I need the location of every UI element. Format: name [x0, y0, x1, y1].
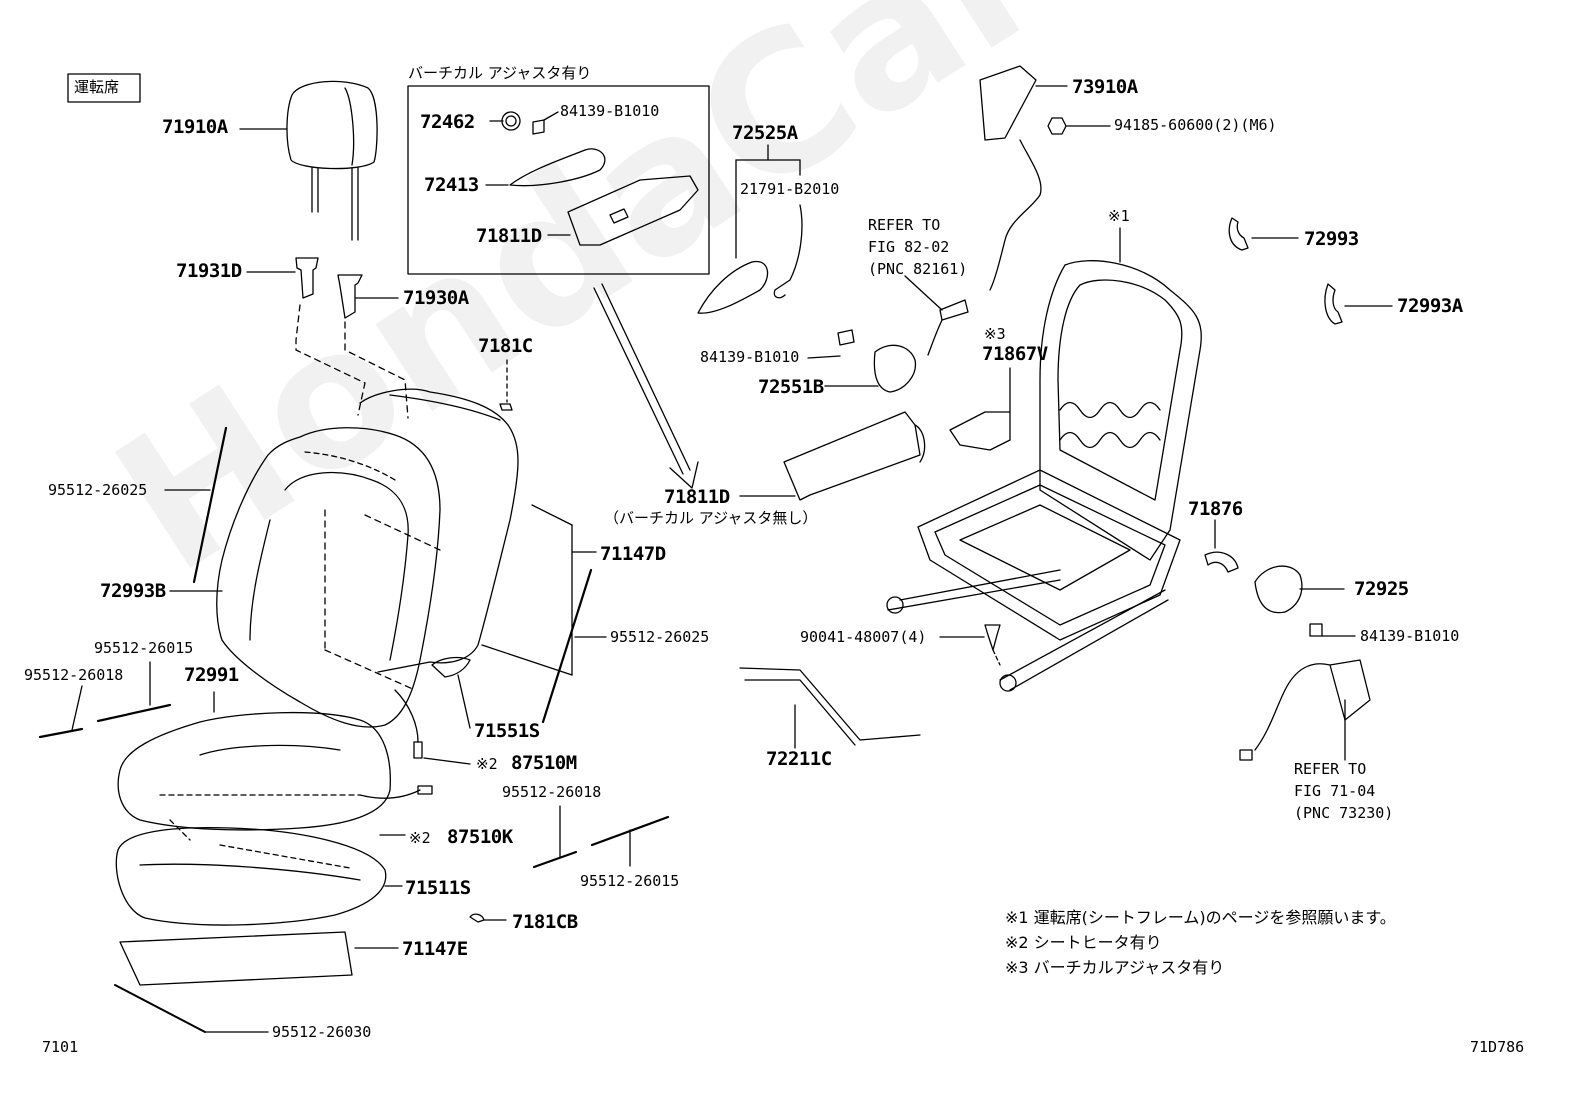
mark-2-a: ※2	[476, 755, 498, 773]
cover-72551B-drawing	[807, 275, 969, 393]
part-87510M[interactable]: 87510M	[511, 752, 577, 774]
footer-page-code: 7101	[42, 1038, 79, 1056]
part-72925[interactable]: 72925	[1354, 578, 1409, 600]
part-95512-26015-left[interactable]: 95512-26015	[94, 639, 194, 657]
part-94185-60600[interactable]: 94185-60600(2)(M6)	[1114, 116, 1277, 134]
part-71867V[interactable]: 71867V	[982, 343, 1048, 365]
part-72413[interactable]: 72413	[424, 174, 479, 196]
inset-adjuster-drawing	[407, 85, 710, 275]
refer-fig-82-line2[interactable]: FIG 82-02	[868, 238, 950, 256]
headrest-guides-drawing	[246, 257, 409, 419]
note-3: ※3 バーチカルアジャスタ有り	[1005, 958, 1225, 977]
part-7181C[interactable]: 7181C	[478, 335, 533, 357]
without-adjuster-note: （バーチカル アジャスタ無し）	[604, 509, 818, 527]
part-72993B[interactable]: 72993B	[100, 580, 166, 602]
refer-fig-71-line2[interactable]: FIG 71-04	[1294, 782, 1376, 800]
part-73910A[interactable]: 73910A	[1072, 76, 1138, 98]
footer-figure-code: 71D786	[1470, 1038, 1525, 1056]
refer-fig-71-line3[interactable]: (PNC 73230)	[1294, 804, 1394, 822]
refer-fig-71-line1[interactable]: REFER TO	[1294, 760, 1367, 778]
part-72462[interactable]: 72462	[420, 111, 475, 133]
mark-1: ※1	[1108, 207, 1130, 225]
part-72525A[interactable]: 72525A	[732, 122, 798, 144]
arrow-drawing	[593, 283, 699, 489]
part-7181CB[interactable]: 7181CB	[512, 911, 578, 933]
part-71811D[interactable]: 71811D	[664, 486, 730, 508]
mark-2-b: ※2	[409, 829, 431, 847]
seat-tag: 運転席	[74, 78, 120, 96]
part-71910A[interactable]: 71910A	[162, 116, 228, 138]
part-95512-26015-right[interactable]: 95512-26015	[580, 872, 680, 890]
part-21791-b2010[interactable]: 21791-B2010	[740, 180, 840, 198]
headrest-drawing	[239, 80, 378, 241]
part-95512-26025-right[interactable]: 95512-26025	[610, 628, 710, 646]
part-84139-b1010-right[interactable]: 84139-B1010	[1360, 627, 1460, 645]
airbag-drawing	[979, 65, 1111, 291]
inset-title: バーチカル アジャスタ有り	[408, 64, 592, 82]
part-72993[interactable]: 72993	[1304, 228, 1359, 250]
seat-tag-box	[67, 73, 141, 103]
part-72551B[interactable]: 72551B	[758, 376, 824, 398]
part-87510K[interactable]: 87510K	[447, 826, 513, 848]
part-71147D[interactable]: 71147D	[600, 543, 666, 565]
cover-71867V-drawing	[949, 367, 1011, 451]
part-72993A[interactable]: 72993A	[1397, 295, 1463, 317]
part-71931D[interactable]: 71931D	[176, 260, 242, 282]
part-95512-26018-left[interactable]: 95512-26018	[24, 666, 124, 684]
part-84139-b1010-inset[interactable]: 84139-B1010	[560, 102, 660, 120]
part-90041-48007[interactable]: 90041-48007(4)	[800, 628, 927, 646]
seat-cushion-drawing	[38, 661, 670, 1033]
seat-frame-drawing	[739, 227, 1239, 749]
refer-fig-82-line1[interactable]: REFER TO	[868, 216, 941, 234]
part-72991[interactable]: 72991	[184, 664, 239, 686]
note-1: ※1 運転席(シートフレーム)のページを参照願います。	[1005, 908, 1396, 927]
part-71147E[interactable]: 71147E	[402, 938, 468, 960]
part-95512-26018-right[interactable]: 95512-26018	[502, 783, 602, 801]
part-71511S[interactable]: 71511S	[405, 877, 471, 899]
part-71876[interactable]: 71876	[1188, 498, 1243, 520]
part-71811D-inset[interactable]: 71811D	[476, 225, 542, 247]
refer-fig-82-line3[interactable]: (PNC 82161)	[868, 260, 968, 278]
part-72211C[interactable]: 72211C	[766, 748, 832, 770]
mark-3: ※3	[984, 325, 1006, 343]
part-95512-26030[interactable]: 95512-26030	[272, 1023, 372, 1041]
cover-71811D-drawing	[739, 411, 926, 501]
lever-drawing	[697, 144, 803, 314]
part-84139-b1010-mid[interactable]: 84139-B1010	[700, 348, 800, 366]
right-parts-drawing	[1228, 217, 1393, 761]
part-95512-26025-left[interactable]: 95512-26025	[48, 481, 148, 499]
note-2: ※2 シートヒータ有り	[1005, 933, 1162, 952]
part-71930A[interactable]: 71930A	[403, 287, 469, 309]
seatback-drawing	[164, 359, 607, 765]
part-71551S[interactable]: 71551S	[474, 720, 540, 742]
